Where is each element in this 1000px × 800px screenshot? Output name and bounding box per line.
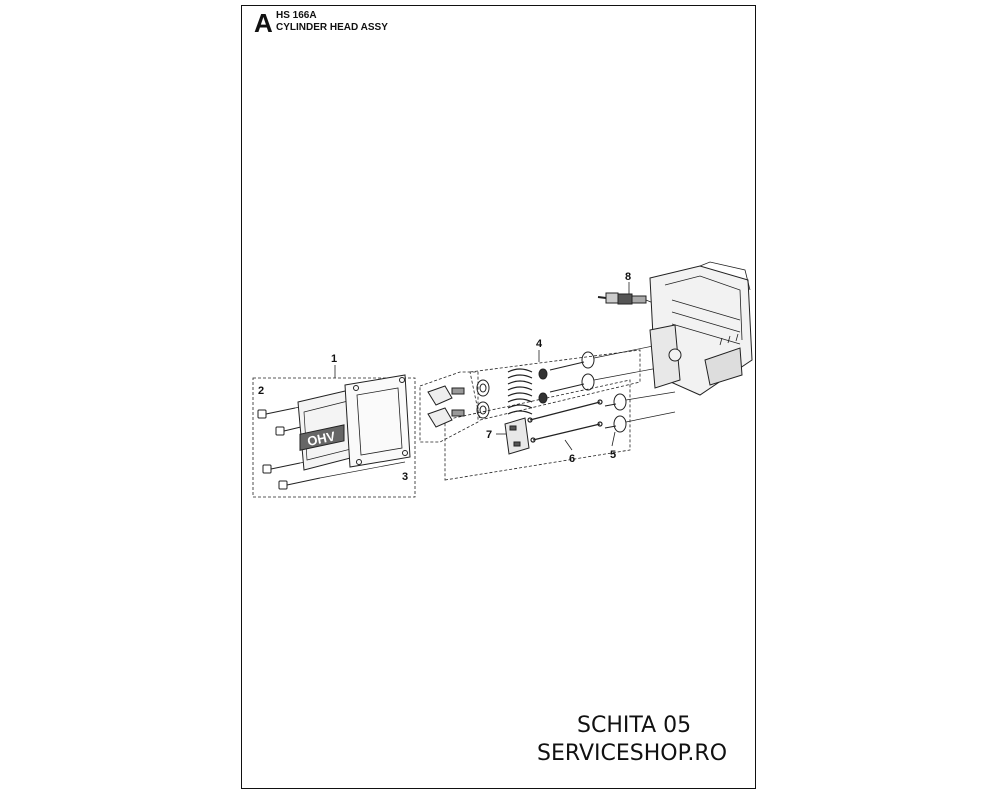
assembly-title: CYLINDER HEAD ASSY [276, 22, 388, 33]
callout-7: 7 [486, 429, 492, 441]
leader-6 [564, 439, 573, 451]
spark-plug [597, 292, 659, 306]
retainers [476, 379, 490, 419]
callout-2: 2 [258, 385, 264, 397]
valve-springs [507, 368, 533, 415]
gasket [344, 374, 411, 468]
model-number: HS 166A [276, 10, 317, 21]
sheet-number: SCHITA 05 [577, 713, 692, 738]
valves [549, 351, 627, 433]
callout-3: 3 [402, 471, 408, 483]
leader-5 [611, 431, 616, 447]
callout-4: 4 [536, 338, 543, 350]
valve-axis-lines [593, 344, 676, 423]
group-box-valves [469, 349, 641, 421]
callout-5: 5 [610, 449, 616, 461]
shop-watermark: SERVICESHOP.RO [537, 741, 728, 766]
cover-bolts [257, 407, 321, 490]
group-box-lower [444, 379, 631, 481]
group-box-cover [252, 377, 416, 498]
callout-8: 8 [625, 271, 631, 283]
section-letter: A [254, 8, 273, 38]
guide-plate [504, 417, 530, 455]
ohv-emblem-text: OHV [306, 428, 337, 449]
valve-seals [538, 368, 548, 404]
rocker-arms [427, 385, 465, 428]
callout-6: 6 [569, 453, 575, 465]
ohv-emblem-plate [299, 424, 345, 451]
page-frame [241, 5, 756, 789]
callout-1: 1 [331, 353, 337, 365]
cylinder-head [649, 261, 753, 396]
group-box-rockers [419, 371, 479, 443]
push-rods [527, 399, 603, 443]
